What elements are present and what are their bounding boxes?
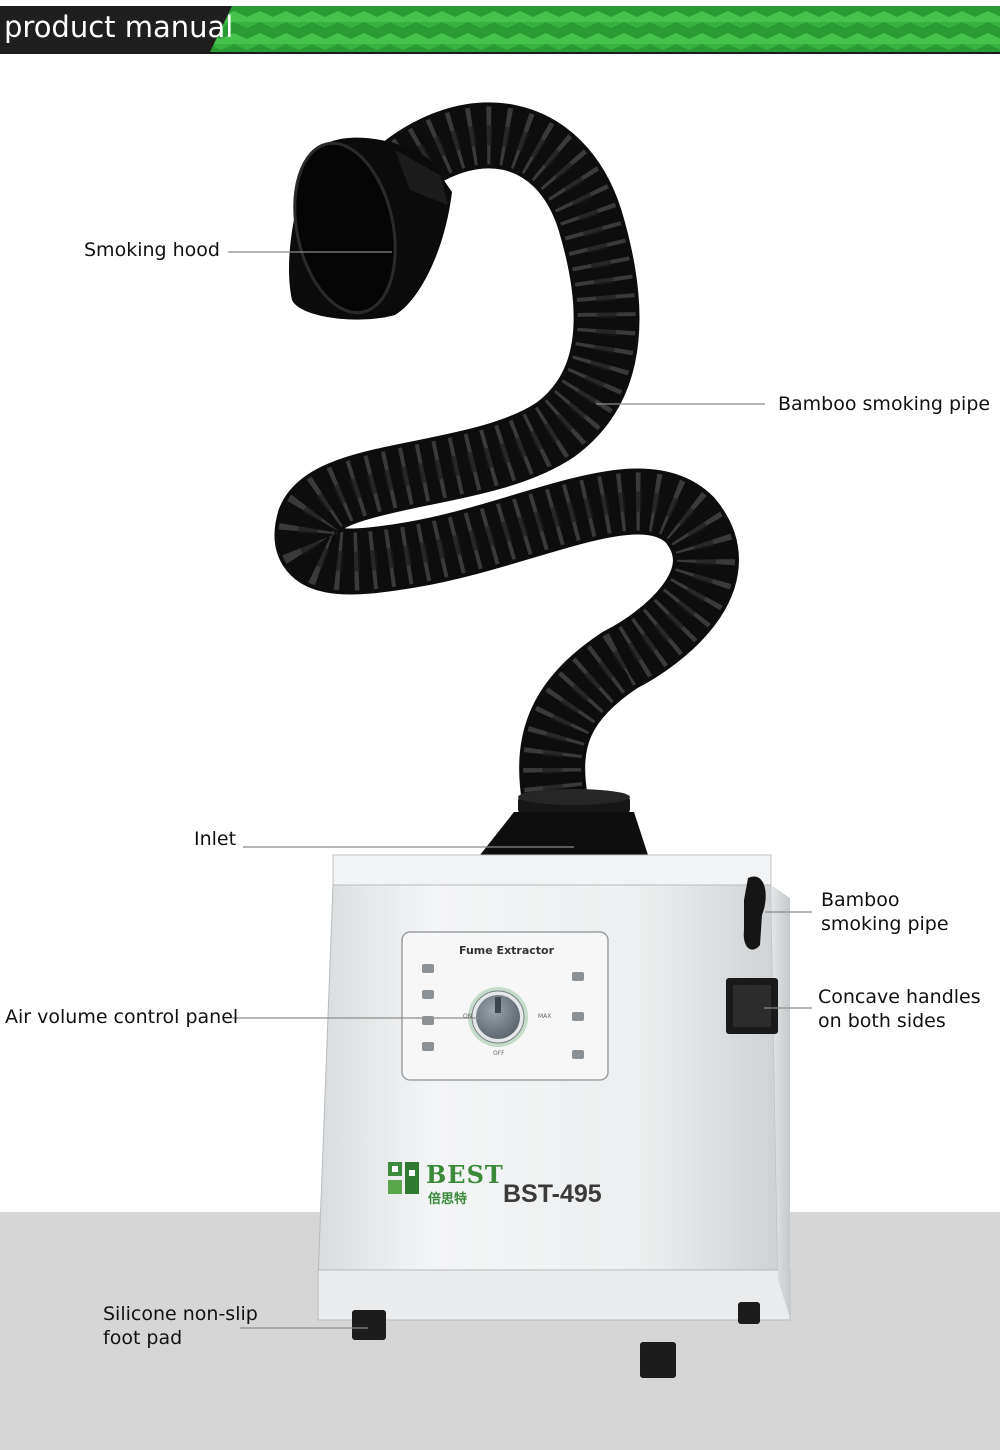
brand-name-cn: 倍思特 [428, 1192, 468, 1207]
air-volume-control-panel [401, 931, 609, 1081]
model-number: BST-495 [503, 1180, 602, 1208]
knob-max-label: MAX [538, 1013, 552, 1020]
extractor-body [317, 854, 791, 1378]
brand-name: BEST [426, 1160, 504, 1189]
header-banner: product manual [0, 0, 1000, 58]
panel-title: Fume Extractor [459, 944, 555, 957]
bamboo-smoking-pipe [274, 102, 739, 833]
callout-foot-pad-line1: Silicone non-slip [103, 1303, 258, 1325]
knob-off-label: OFF [493, 1050, 505, 1057]
callout-handles-line1: Concave handles [818, 986, 981, 1008]
brand-logo [388, 1162, 419, 1194]
header-pattern [0, 6, 1000, 54]
callout-air-volume: Air volume control panel [5, 1006, 239, 1028]
callout-inlet: Inlet [194, 828, 237, 850]
callout-foot-pad-line2: foot pad [103, 1327, 183, 1349]
callout-handles-line2: on both sides [818, 1010, 946, 1032]
smoking-hood [289, 137, 452, 320]
callout-smoking-hood: Smoking hood [84, 239, 220, 261]
callout-bamboo-pipe-top: Bamboo smoking pipe [778, 393, 991, 415]
callout-bamboo-pipe-side-line1: Bamboo [821, 889, 900, 911]
inlet [480, 789, 648, 855]
knob-on-label: ON [463, 1013, 473, 1020]
callout-leader-lines [228, 251, 812, 1329]
page-title: product manual [4, 10, 234, 44]
callout-bamboo-pipe-side-line2: smoking pipe [821, 913, 949, 935]
